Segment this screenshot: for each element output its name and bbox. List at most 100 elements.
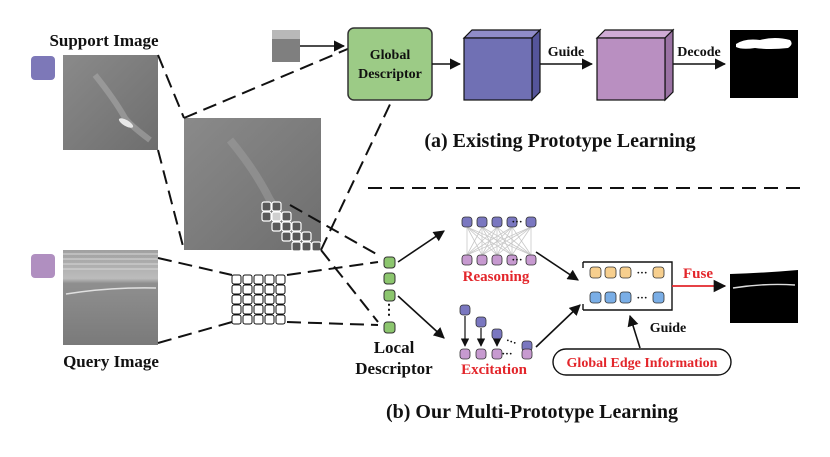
- excitation-node-bottom: [459, 348, 471, 360]
- reasoning-edge: [511, 226, 532, 256]
- fused-node-blue: [604, 291, 617, 304]
- zoom-lines-support: [157, 54, 185, 251]
- excitation-ellipsis-diag: ···: [504, 335, 518, 350]
- query-patch: [264, 274, 275, 285]
- reasoning-edge: [466, 226, 513, 256]
- query-patch: [231, 314, 242, 325]
- fused-node-blue: [589, 291, 602, 304]
- reasoning-edge: [466, 226, 532, 256]
- query-patch: [231, 294, 242, 305]
- query-patch: [275, 274, 286, 285]
- global-descriptor-label-2: Descriptor: [358, 67, 422, 82]
- global-edge-information-label: Global Edge Information: [567, 356, 718, 371]
- reasoning-edge: [496, 226, 513, 256]
- query-patch: [231, 274, 242, 285]
- query-patch: [253, 294, 264, 305]
- support-color-square: [31, 56, 55, 80]
- reasoning-node-bottom: [506, 254, 518, 266]
- excitation-node-top: [459, 304, 471, 316]
- reasoning-node-top: [461, 216, 473, 228]
- reasoning-node-top: [525, 216, 537, 228]
- zoom-lines-local: [157, 204, 379, 344]
- query-patch: [275, 294, 286, 305]
- fused-node-orange: [652, 266, 665, 279]
- excitation-node-top: [475, 316, 487, 328]
- query-patch: [253, 284, 264, 295]
- query-patch: [275, 284, 286, 295]
- excitation-node-bottom: [491, 348, 503, 360]
- local-descriptor-node: [383, 272, 396, 285]
- reasoning-node-bottom: [476, 254, 488, 266]
- global-edge-information-box: Global Edge Information: [552, 348, 732, 376]
- fused-node-blue: [652, 291, 665, 304]
- support-image: [63, 55, 158, 150]
- fused-node-orange: [619, 266, 632, 279]
- pink-feature-cube: [595, 28, 675, 102]
- excitation-node-bottom: [475, 348, 487, 360]
- small-support-thumbnail: [272, 30, 300, 62]
- query-patch: [264, 304, 275, 315]
- support-image-label: Support Image: [49, 31, 159, 50]
- reasoning-edge: [466, 226, 498, 256]
- fused-node-orange: [589, 266, 602, 279]
- query-patch: [264, 284, 275, 295]
- local-descriptor-nodes: [383, 256, 396, 334]
- reasoning-node-bottom: [461, 254, 473, 266]
- query-patch: [275, 304, 286, 315]
- local-descriptor-vertical-ellipsis: ⋮: [382, 303, 396, 318]
- local-descriptor-node: [383, 289, 396, 302]
- local-descriptor-label-1: Local: [374, 338, 415, 357]
- fused-node-blue: [619, 291, 632, 304]
- query-patch: [231, 284, 242, 295]
- query-patch: [242, 284, 253, 295]
- decoded-mask-top: [730, 30, 798, 98]
- reasoning-ellipsis-top: ···: [511, 216, 522, 228]
- guide-label-top: Guide: [548, 45, 585, 60]
- decode-label: Decode: [677, 45, 721, 60]
- query-image-label: Query Image: [63, 352, 159, 371]
- query-patch: [242, 294, 253, 305]
- local-patch-grid-query: [231, 274, 286, 325]
- arrow-excitation-to-fuse: [535, 304, 581, 348]
- reasoning-edge: [481, 226, 532, 256]
- excitation-node-top: [491, 328, 503, 340]
- caption-b: (b) Our Multi-Prototype Learning: [386, 401, 678, 423]
- query-patch: [242, 274, 253, 285]
- query-patch: [253, 274, 264, 285]
- reasoning-edge: [466, 226, 483, 256]
- reasoning-node-bottom: [491, 254, 503, 266]
- local-descriptor-node: [383, 321, 396, 334]
- fused-ellipsis-bottom: ···: [636, 292, 647, 304]
- excitation-label: Excitation: [461, 362, 527, 378]
- query-patch: [231, 304, 242, 315]
- query-patch: [253, 304, 264, 315]
- arrow-to-excitation: [397, 295, 445, 339]
- reasoning-ellipsis-bottom: ···: [511, 254, 522, 266]
- fuse-label: Fuse: [683, 266, 713, 282]
- reasoning-label: Reasoning: [463, 269, 530, 285]
- caption-a: (a) Existing Prototype Learning: [424, 130, 695, 152]
- query-patch: [264, 294, 275, 305]
- excitation-graph: ······: [459, 304, 533, 360]
- fused-node-orange: [604, 266, 617, 279]
- decoded-mask-bottom: [730, 255, 798, 323]
- guide-label-bottom: Guide: [650, 321, 687, 336]
- query-patch: [242, 304, 253, 315]
- query-patch: [275, 314, 286, 325]
- query-patch: [264, 314, 275, 325]
- reasoning-node-top: [506, 216, 518, 228]
- reasoning-edge: [496, 226, 532, 256]
- excitation-ellipsis: ···: [501, 348, 512, 360]
- reasoning-edge: [481, 226, 513, 256]
- excitation-node-bottom: [521, 348, 533, 360]
- query-image: [63, 250, 158, 345]
- query-color-square: [31, 254, 55, 278]
- arrow-reasoning-to-fuse: [535, 251, 579, 281]
- arrow-edge-guide: [627, 314, 641, 349]
- local-descriptor-node: [383, 256, 396, 269]
- reasoning-node-bottom: [525, 254, 537, 266]
- arrow-to-reasoning: [397, 230, 445, 263]
- fused-prototypes: ······: [582, 261, 673, 311]
- zoom-lines-global: [183, 47, 394, 251]
